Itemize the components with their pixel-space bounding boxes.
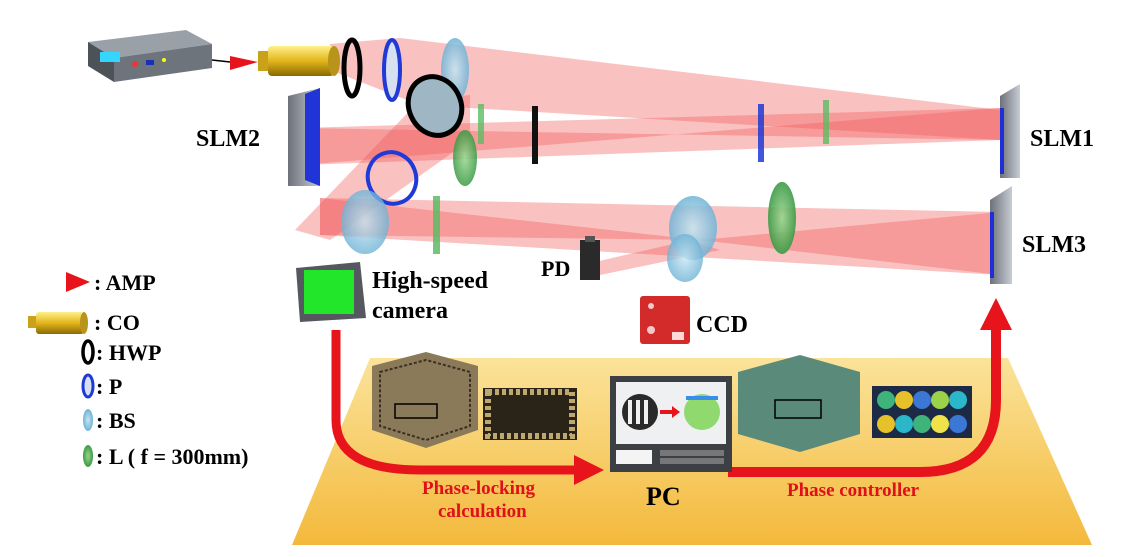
fringe-pattern-hex [372,352,478,448]
legend-label: : P [96,374,122,399]
co-collimator [258,46,340,76]
phase-pattern-hex [738,355,860,452]
phase-locking-label-line2: calculation [438,501,527,522]
legend-label: : BS [96,408,136,433]
legend-item: : AMP [66,270,156,295]
phase-controller-arrow [728,330,1001,477]
phase-pattern-zoom [872,386,972,438]
hwp-icon [532,106,538,164]
legend-label: : AMP [94,270,156,295]
legend-label: : CO [94,310,140,335]
slm1: SLM1 [1000,84,1094,178]
lens-icon [823,100,829,144]
legend-item: : HWP [81,339,161,365]
hwp-icon [341,37,363,99]
camera-label-line2: camera [372,298,448,324]
co-icon [28,312,88,334]
amp-icon [230,56,258,70]
photodiode: PD [541,236,600,281]
pd-label: PD [541,256,570,281]
slm3: SLM3 [990,186,1086,284]
lens-icon [83,445,93,467]
phase-controller-label: Phase controller [787,480,920,501]
legend-item: : L ( f = 300mm) [83,444,248,469]
polarizer-icon [758,104,764,162]
camera-label-line1: High-speed [372,268,489,294]
slm2-label: SLM2 [196,126,260,152]
phase-locking-arrow [331,330,576,475]
slm1-label: SLM1 [1030,126,1094,152]
seed-label: Seed [113,12,162,38]
legend: : AMP : CO : HWP : P : BS : L ( f = 300m… [28,270,248,469]
legend-item: : CO [28,310,140,335]
pc-label: PC [646,482,681,511]
bs-icon [341,190,389,254]
bs-icon [667,234,703,282]
lens-icon [478,104,484,144]
bs-icon [83,409,93,431]
polarizer-icon [382,38,402,102]
phase-locking-label-line1: Phase-locking [422,478,535,499]
legend-label: : HWP [96,340,161,365]
lens-icon [768,182,796,254]
legend-item: : P [81,373,122,399]
polarizer-icon [81,373,95,399]
hwp-icon [81,339,95,365]
polarizer-icon [365,150,419,206]
slm2: SLM2 [196,88,320,186]
ccd-camera: CCD [640,296,748,344]
high-speed-camera: High-speed camera [296,262,489,324]
legend-item: : BS [83,408,136,433]
slm3-label: SLM3 [1022,232,1086,258]
hwp-icon [405,74,465,138]
fringe-pattern-zoom [483,388,577,440]
legend-label: : L ( f = 300mm) [96,444,248,469]
lens-icon [433,196,440,254]
lens-icon [453,130,477,186]
seed-laser: Seed [88,12,212,82]
pc-computer: PC [610,376,732,511]
amp-icon [66,272,90,292]
ccd-label: CCD [696,312,748,338]
